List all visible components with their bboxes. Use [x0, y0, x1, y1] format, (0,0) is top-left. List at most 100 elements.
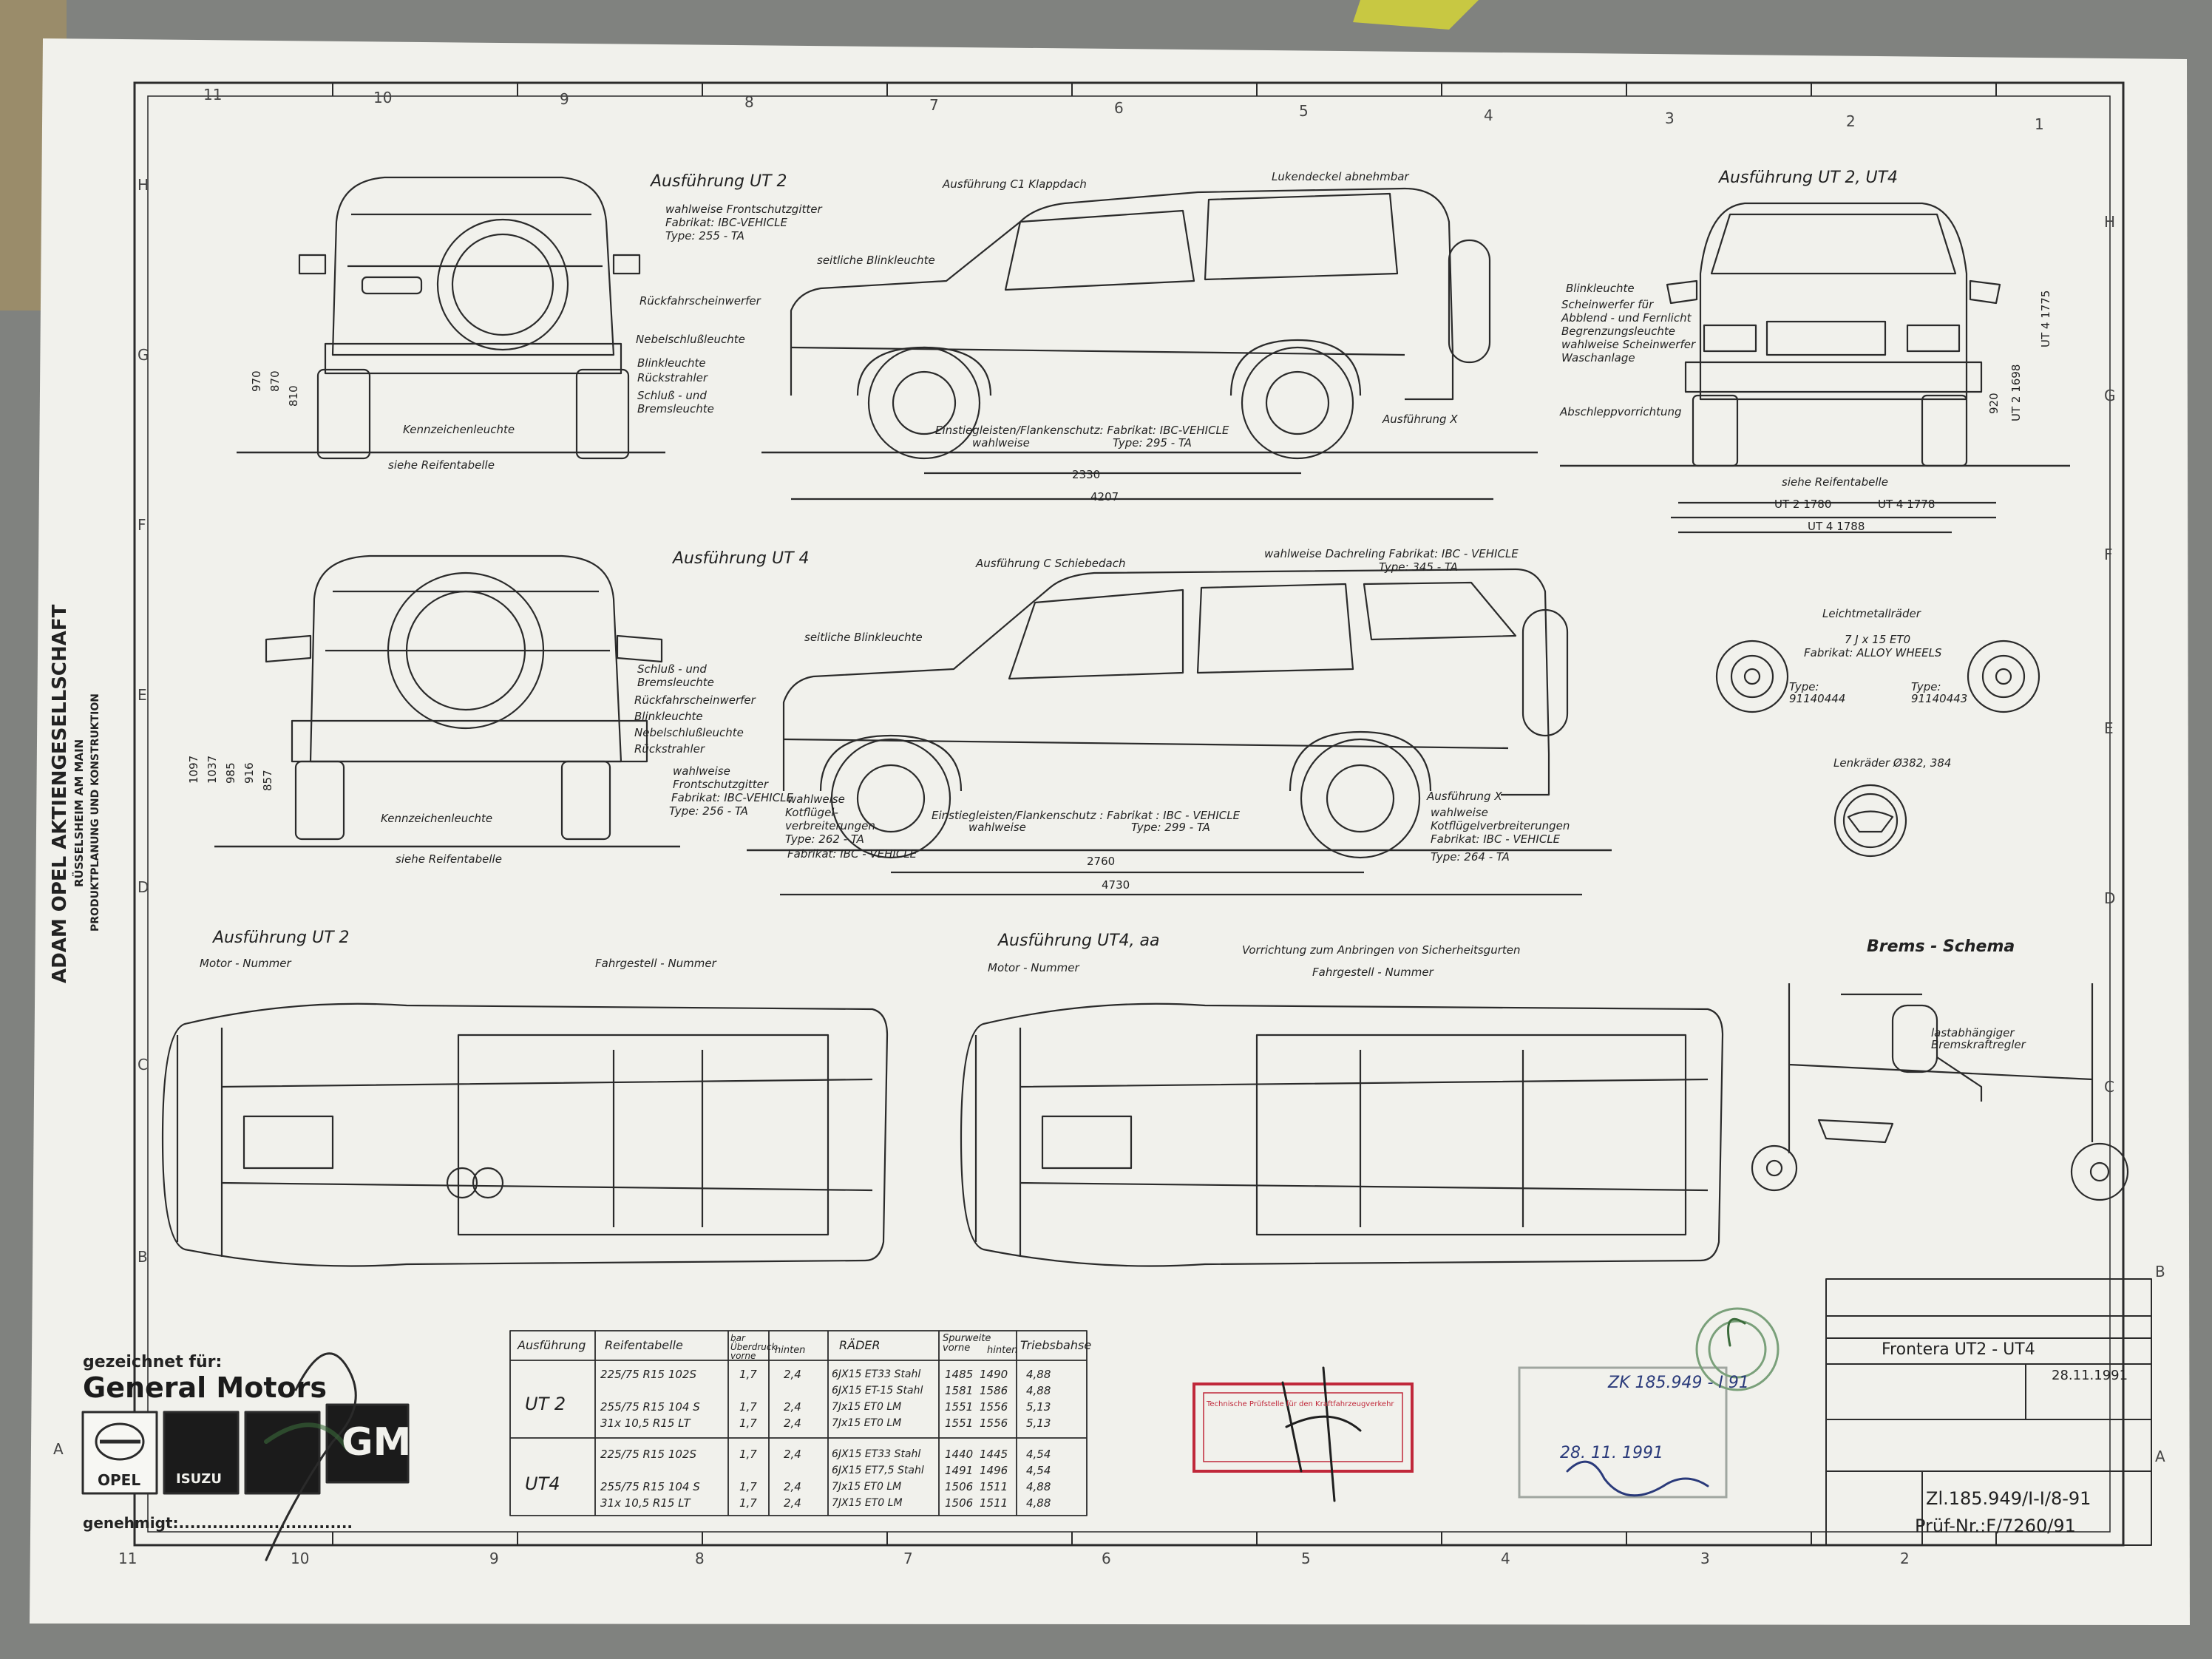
- tire-table-cell: 1556: [980, 1417, 1008, 1430]
- tire-table-cell: 225/75 R15 102S: [600, 1368, 696, 1381]
- side-ut4-label: Type: 264 - TA: [1431, 850, 1510, 864]
- side-ut4-dim: 2760: [1087, 855, 1116, 868]
- wheel-left-num: 91140444: [1789, 692, 1846, 705]
- side-ut4-label: wahlweise: [1431, 806, 1488, 819]
- side-ut4-label: Type: 345 - TA: [1379, 560, 1458, 574]
- wheel-right-num: 91140443: [1911, 692, 1968, 705]
- side-ut4-label: Fabrikat: IBC - VEHICLE: [1431, 832, 1561, 846]
- grid-col-2: 2: [1846, 112, 1856, 130]
- grid-bcol-6: 6: [1102, 1550, 1111, 1567]
- grid-rrow-C: C: [2104, 1078, 2114, 1096]
- front-label: Waschanlage: [1561, 351, 1635, 364]
- tire-table-cell: 4,88: [1026, 1496, 1051, 1510]
- rear-ut2-dim: 970: [250, 370, 263, 392]
- grid-bcol-2: 2: [1900, 1550, 1910, 1567]
- grid-row-E: E: [138, 686, 147, 704]
- tire-table-header: hinten: [987, 1345, 1018, 1356]
- tire-table-cell: 7Jx15 ET0 LM: [832, 1417, 902, 1429]
- company-department: PRODUKTPLANUNG UND KONSTRUKTION: [89, 693, 101, 932]
- tire-table-header: hinten: [775, 1345, 806, 1356]
- front-dim: 920: [1987, 393, 2001, 414]
- title-block-grid: [1825, 1278, 2152, 1546]
- chassis-ut4-title: Ausführung UT4, aa: [998, 932, 1160, 950]
- grid-rrow-G: G: [2104, 387, 2116, 404]
- logo-boxes: [81, 1403, 410, 1495]
- company-location: RÜSSELSHEIM AM MAIN: [72, 739, 86, 887]
- front-view-title: Ausführung UT 2, UT4: [1719, 169, 1899, 187]
- rear-ut2-dim: 870: [268, 370, 282, 392]
- side-ut4-label: wahlweise: [787, 793, 845, 806]
- rear-ut4-dim: 985: [224, 762, 237, 784]
- tire-table-cell: 7Jx15 ET0 LM: [832, 1401, 902, 1413]
- tire-table-cell: 6JX15 ET33 Stahl: [832, 1448, 921, 1460]
- steering-title: Lenkräder Ø382, 384: [1833, 756, 1952, 770]
- front-label: Scheinwerfer für: [1561, 298, 1654, 311]
- tire-table-cell: 1511: [980, 1496, 1008, 1510]
- front-label: Blinkleuchte: [1566, 282, 1635, 295]
- wheels-spec: 7 J x 15 ET0: [1845, 633, 1911, 646]
- tire-table-cell: 4,54: [1026, 1464, 1051, 1477]
- side-ut4-label: Ausführung X: [1427, 790, 1502, 803]
- tire-table-variant: UT4: [525, 1473, 560, 1494]
- tire-table-grid: [509, 1330, 1088, 1516]
- chassis-ut4: [960, 1002, 1724, 1267]
- side-ut4-label: Type: 262 - TA: [785, 832, 864, 846]
- opel-logo-text: OPEL: [98, 1471, 141, 1489]
- side-ut2-dim: 4207: [1090, 490, 1119, 503]
- tire-table-cell: 255/75 R15 104 S: [600, 1400, 700, 1414]
- tire-table-cell: 1,7: [739, 1480, 757, 1493]
- rear-ut2-label: Fabrikat: IBC-VEHICLE: [665, 216, 787, 229]
- side-ut4-label: verbreiterungen: [785, 819, 875, 832]
- tire-table-cell: 2,4: [784, 1368, 801, 1381]
- grid-bcol-11: 11: [118, 1550, 138, 1567]
- red-stamp-text: Technische Prüfstelle für den Kraftfahrz…: [1207, 1400, 1394, 1408]
- side-ut4-label: Type: 256 - TA: [669, 804, 748, 818]
- grid-row-C: C: [138, 1056, 148, 1073]
- grid-rrow-B: B: [2155, 1263, 2165, 1280]
- tire-table-cell: 7Jx15 ET0 LM: [832, 1481, 902, 1493]
- tire-table-cell: 2,4: [784, 1417, 801, 1430]
- front-dim: UT 2 1698: [2009, 364, 2023, 421]
- title-block-drawing-number: Zl.185.949/I-I/8-91: [1926, 1488, 2091, 1509]
- rear-ut2-label: wahlweise Frontschutzgitter: [665, 203, 822, 216]
- front-dim: UT 4 1775: [2039, 290, 2052, 347]
- alloy-wheels: [1715, 639, 2040, 858]
- tire-table-cell: 1491: [945, 1464, 974, 1477]
- tire-table-variant: UT 2: [525, 1394, 566, 1414]
- drawn-for-label: gezeichnet für:: [83, 1353, 223, 1371]
- approved-label: genehmigt:..............................…: [83, 1514, 353, 1532]
- side-ut4-label: Fabrikat: IBC - VEHICLE: [787, 847, 917, 861]
- tire-table-cell: 6JX15 ET33 Stahl: [832, 1368, 921, 1380]
- tire-table-cell: 6JX15 ET7,5 Stahl: [832, 1465, 924, 1476]
- side-ut2-label: Type: 295 - TA: [1113, 436, 1192, 449]
- drawn-for-brand: General Motors: [83, 1371, 327, 1404]
- tire-table-cell: 225/75 R15 102S: [600, 1448, 696, 1461]
- tire-table-cell: 1,7: [739, 1400, 757, 1414]
- isuzu-logo-text: ISUZU: [176, 1471, 222, 1487]
- grid-col-9: 9: [560, 90, 569, 108]
- side-ut4-label: Ausführung C Schiebedach: [976, 557, 1126, 570]
- grid-col-1: 1: [2035, 115, 2044, 133]
- front-dim: UT 4 1778: [1878, 498, 1936, 511]
- front-label: Abblend - und Fernlicht: [1561, 311, 1692, 325]
- grid-col-3: 3: [1665, 109, 1675, 127]
- rear-ut4-label: Blinkleuchte: [634, 710, 703, 723]
- grid-col-6: 6: [1114, 99, 1124, 117]
- rear-ut2-title: Ausführung UT 2: [651, 172, 787, 191]
- tire-table-cell: 1,7: [739, 1448, 757, 1461]
- grid-row-G: G: [138, 346, 149, 364]
- grid-row-H: H: [138, 176, 149, 194]
- side-ut4-label: Kotflügel-: [785, 806, 838, 819]
- front-view-ut: [1560, 202, 2070, 534]
- side-ut2-label: Ausführung C1 Klappdach: [943, 177, 1087, 191]
- side-ut4-label: Type: 299 - TA: [1131, 821, 1210, 834]
- wheels-make: Fabrikat: ALLOY WHEELS: [1804, 646, 1942, 659]
- rear-ut2-label: Rückstrahler: [637, 371, 708, 384]
- tire-table-cell: 1440: [945, 1448, 974, 1461]
- company-name: ADAM OPEL AKTIENGESELLSCHAFT: [49, 604, 71, 983]
- grid-bcol-8: 8: [695, 1550, 705, 1567]
- tire-table-cell: 255/75 R15 104 S: [600, 1480, 700, 1493]
- wheel-right-type: Type:: [1911, 680, 1941, 693]
- grid-row-B: B: [138, 1248, 148, 1266]
